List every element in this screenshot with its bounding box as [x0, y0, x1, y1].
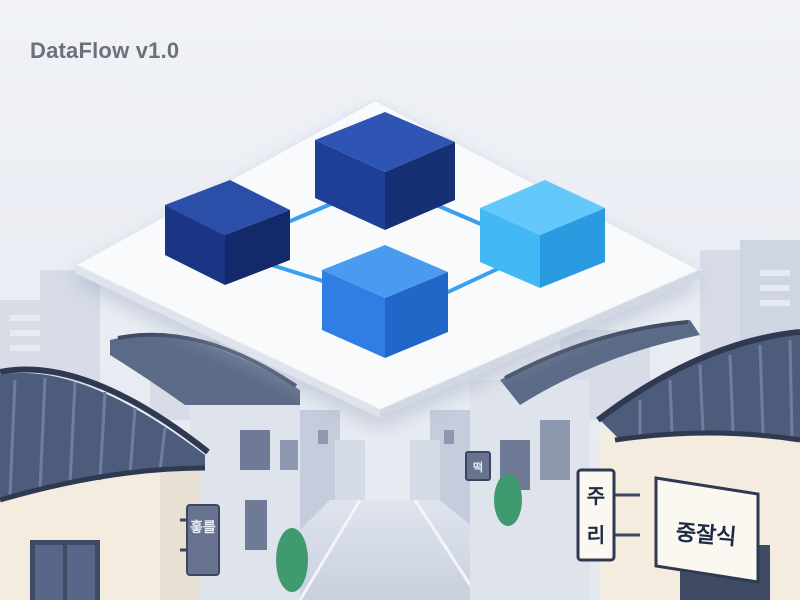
right-sign-text-bottom: 리 — [587, 523, 605, 547]
node-cube-light-right — [480, 180, 605, 288]
left-hanok — [0, 332, 308, 600]
node-cube-dark-top — [315, 112, 455, 230]
skyline-windows — [10, 270, 790, 351]
small-hanging-sign — [465, 451, 491, 481]
right-horizontal-sign — [654, 476, 760, 584]
left-sign-text-top: 흫를 — [190, 519, 216, 536]
small-sign-text: 떡 — [473, 460, 483, 474]
node-cube-dark-left — [165, 180, 290, 285]
right-sign-text-top: 주 — [587, 484, 605, 508]
app-title: DataFlow v1.0 — [30, 38, 180, 63]
left-vertical-sign — [180, 504, 220, 576]
right-horizontal-sign-text: 중잘식 — [675, 520, 738, 550]
street-lines — [298, 499, 482, 600]
right-vertical-sign — [576, 468, 640, 562]
node-cube-mid-bottom — [322, 245, 448, 358]
right-hanok — [470, 320, 800, 600]
